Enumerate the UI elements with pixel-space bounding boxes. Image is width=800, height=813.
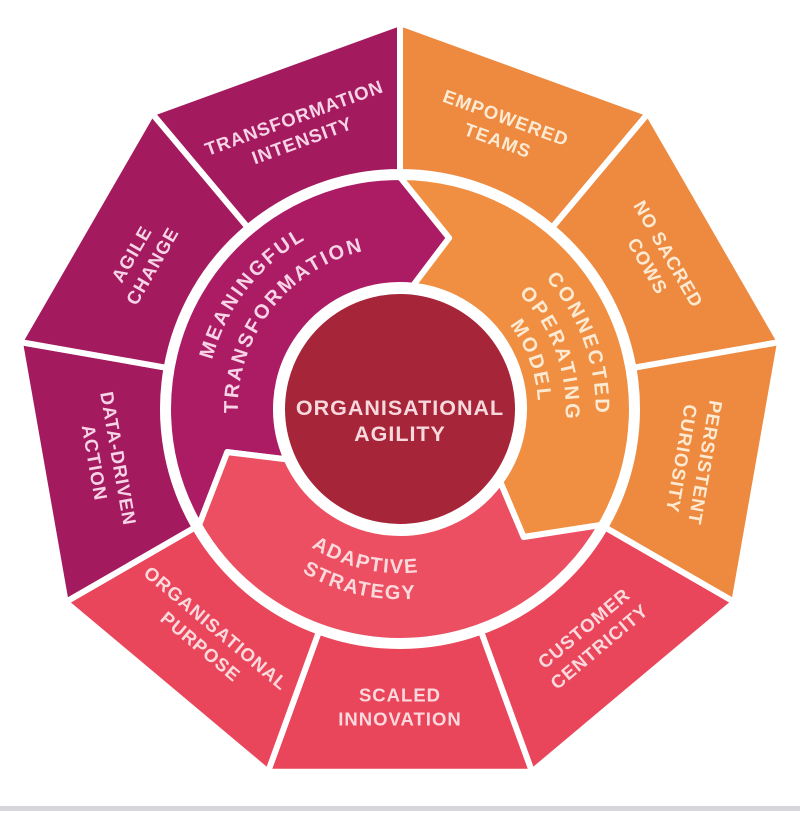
center-label-line2: AGILITY: [354, 422, 446, 446]
inner-segment-connected-operating-model: [397, 174, 635, 540]
page-bottom-divider: [0, 806, 800, 811]
center-label-line1: ORGANISATIONAL: [296, 396, 504, 420]
inner-segment-meaningful-transformation: [165, 174, 453, 528]
inner-segment-adaptive-strategy: [196, 449, 604, 644]
outer-segment-agile-change: [16, 110, 251, 371]
center-circle-organisational-agility: [285, 294, 515, 524]
